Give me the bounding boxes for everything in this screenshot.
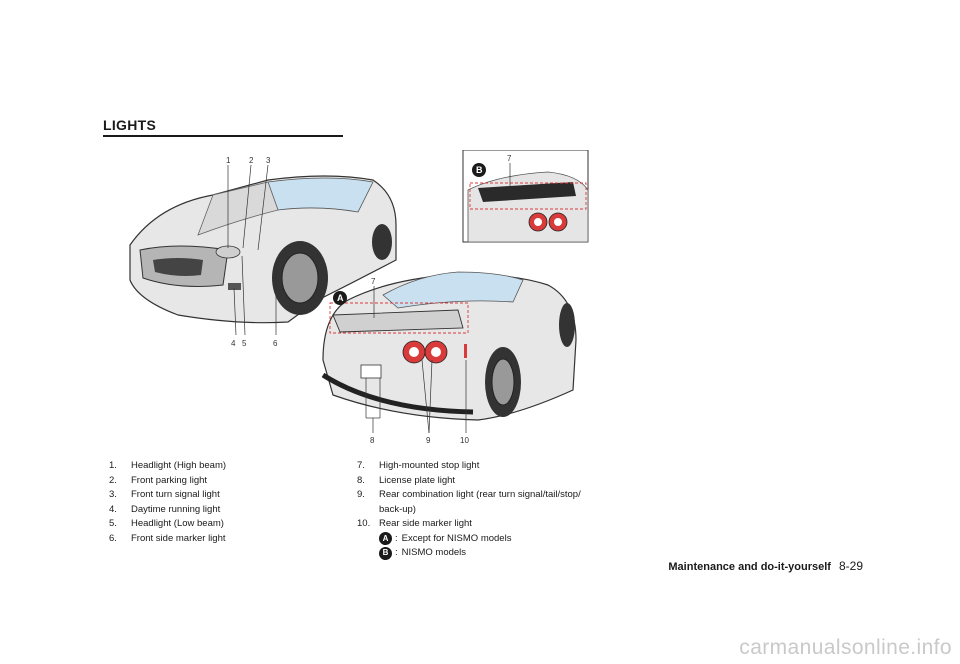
callout-6: 6 [273,339,278,348]
list-item: 4.Daytime running light [109,503,221,515]
rear-car-illustration: A [321,271,577,421]
watermark: carmanualsonline.info [739,636,952,659]
list-item: back-up) [379,503,416,515]
callout-2: 2 [249,156,254,165]
badge-a-icon: A [379,532,392,546]
legend-item-a: A : Except for NISMO models [357,532,617,547]
legend-item-b: B : NISMO models [357,546,617,561]
lights-figure: 1 2 3 4 5 6 B 7 [118,149,598,450]
label-a: A [337,293,344,303]
list-item: 5.Headlight (Low beam) [109,518,224,529]
callout-10: 10 [460,436,469,445]
footer-section-title: Maintenance and do-it-yourself [668,561,831,573]
lights-list-left: 1.Headlight (High beam) 2.Front parking … [109,459,339,546]
callout-9: 9 [426,436,431,445]
label-b: B [476,165,483,175]
list-item: 10.Rear side marker light [357,518,472,529]
callout-8: 8 [370,436,375,445]
lights-list-right: 7.High-mounted stop light 8.License plat… [357,459,617,561]
callout-1: 1 [226,156,231,165]
list-item: 6.Front side marker light [109,532,226,544]
page-number: 8-29 [838,559,863,573]
list-item: 9.Rear combination light (rear turn sign… [357,489,581,500]
callout-7-inset: 7 [507,154,512,163]
callout-7: 7 [371,277,376,286]
badge-b-icon: B [379,546,392,560]
callout-3: 3 [266,156,271,165]
list-item: 7.High-mounted stop light [357,460,480,471]
callout-4: 4 [231,339,236,348]
list-item: 8.License plate light [357,474,456,486]
inset-nismo-rear: B 7 [462,149,589,243]
list-item: 1.Headlight (High beam) [109,460,227,471]
front-car-illustration [129,175,397,324]
legend-text: NISMO models [401,547,467,558]
callout-5: 5 [242,339,247,348]
list-item: 2.Front parking light [109,474,208,486]
list-item: 3.Front turn signal light [109,489,220,500]
section-title: LIGHTS [103,117,157,133]
legend-text: Except for NISMO models [401,532,512,544]
lights-illustration: 1 2 3 4 5 6 B 7 [129,149,589,445]
page-footer: Maintenance and do-it-yourself 8-29 [668,559,863,573]
title-rule [103,135,343,137]
